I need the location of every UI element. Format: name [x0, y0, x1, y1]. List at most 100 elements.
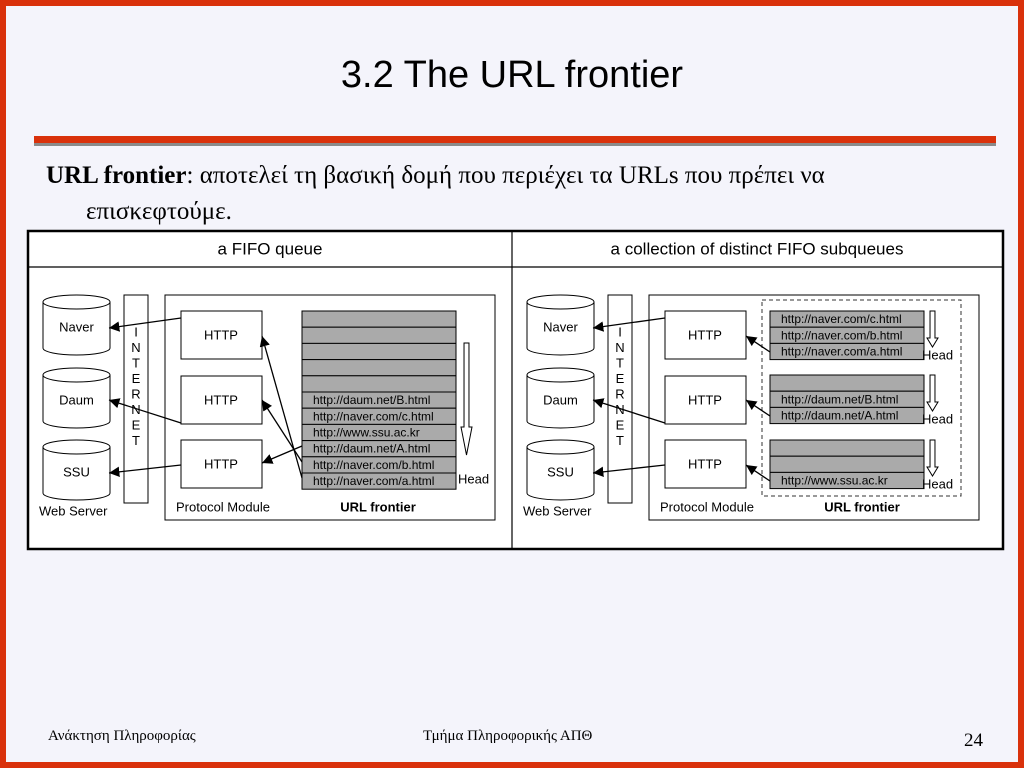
cylinder-top — [526, 439, 595, 455]
http-box-2 — [664, 375, 747, 425]
footer-course: Ανάκτηση Πληροφορίας — [48, 728, 196, 744]
slide-title: 3.2 The URL frontier — [340, 54, 684, 96]
arrow-subqueue-to-http-3 — [745, 464, 771, 482]
arrow-url-to-http-1 — [259, 335, 303, 479]
web-server-label: Web Server — [39, 504, 108, 519]
cylinder-top — [42, 439, 111, 455]
internet-letter: N — [615, 402, 624, 417]
cylinder-body — [42, 447, 111, 501]
arrow-http-to-daum — [108, 398, 182, 424]
arrow-http-to-daum — [592, 398, 666, 424]
server-label: SSU — [547, 465, 574, 480]
internet-letter: N — [615, 340, 624, 355]
internet-letter: T — [132, 356, 140, 371]
title-divider-shadow — [34, 143, 996, 146]
page-number: 24 — [964, 730, 983, 751]
arrow-http-to-naver — [108, 317, 182, 332]
cylinder-top — [42, 294, 111, 310]
http-label: HTTP — [204, 457, 238, 472]
internet-letter: R — [131, 387, 140, 402]
subqueue-ssu-head-label: Head — [922, 477, 953, 492]
queue-url: http://www.ssu.ac.kr — [313, 426, 420, 440]
arrow-http-to-ssu — [592, 464, 666, 478]
internet-letter: N — [131, 340, 140, 355]
protocol-module-label: Protocol Module — [176, 500, 270, 515]
cylinder-top — [526, 294, 595, 310]
internet-letter: T — [616, 433, 624, 448]
server-ssu: SSU — [42, 439, 111, 501]
internet-letter: I — [618, 325, 622, 340]
bullet-continuation: επισκεφτούμε. — [86, 198, 232, 225]
subqueue-url: http://daum.net/A.html — [781, 409, 898, 423]
subqueue-daum-empty-slot — [769, 374, 925, 392]
server-label: SSU — [63, 465, 90, 480]
http-label: HTTP — [688, 328, 722, 343]
internet-letter: N — [131, 402, 140, 417]
cylinder-body — [526, 375, 595, 429]
title-divider — [34, 136, 996, 143]
internet-letter: R — [615, 387, 624, 402]
subqueue-url: http://naver.com/c.html — [781, 312, 902, 326]
queue-slot — [301, 472, 457, 490]
arrow-url-to-http-2 — [261, 399, 303, 463]
internet-letter: E — [132, 371, 141, 386]
server-label: Naver — [543, 320, 578, 335]
internet-letter: T — [132, 433, 140, 448]
web-server-label: Web Server — [523, 504, 592, 519]
cylinder-top — [42, 367, 111, 383]
cylinder-body — [526, 302, 595, 356]
http-box-2 — [180, 375, 263, 425]
subqueue-url: http://naver.com/b.html — [781, 328, 902, 342]
bullet-term: URL frontier — [46, 162, 187, 189]
server-label: Daum — [543, 393, 578, 408]
queue-url: http://daum.net/A.html — [313, 442, 430, 456]
subqueue-url: http://daum.net/B.html — [781, 392, 898, 406]
queue-url: http://naver.com/a.html — [313, 474, 434, 488]
server-daum: Daum — [526, 367, 595, 429]
cylinder-body — [526, 447, 595, 501]
subqueue-naver-head-label: Head — [922, 348, 953, 363]
frontier-container — [761, 299, 962, 497]
queue-url: http://naver.com/b.html — [313, 458, 434, 472]
http-label: HTTP — [204, 328, 238, 343]
cylinder-top — [526, 367, 595, 383]
http-box-1 — [664, 310, 747, 360]
bullet-text: URL frontier: αποτελεί τη βασική δομή πο… — [46, 158, 976, 230]
server-naver: Naver — [42, 294, 111, 356]
queue-empty-slot — [301, 375, 457, 393]
server-naver: Naver — [526, 294, 595, 356]
queue-empty-slot — [301, 310, 457, 328]
internet-letter: E — [616, 418, 625, 433]
arrow-http-to-naver — [592, 317, 666, 332]
server-label: Naver — [59, 320, 94, 335]
protocol-module-label: Protocol Module — [660, 500, 754, 515]
arrow-subqueue-to-http-1 — [745, 335, 771, 353]
http-box-3 — [664, 439, 747, 489]
subqueue-ssu-empty-slot — [769, 455, 925, 473]
subqueue-url: http://www.ssu.ac.kr — [781, 474, 888, 488]
http-box-1 — [180, 310, 263, 360]
arrow-http-to-ssu — [108, 464, 182, 478]
internet-letter: E — [132, 418, 141, 433]
http-box-3 — [180, 439, 263, 489]
subqueue-ssu-empty-slot — [769, 439, 925, 457]
left-panel-header: a FIFO queue — [218, 240, 323, 259]
server-label: Daum — [59, 393, 94, 408]
http-label: HTTP — [204, 393, 238, 408]
queue-empty-slot — [301, 342, 457, 361]
server-ssu: SSU — [526, 439, 595, 501]
subqueue-daum-head-label: Head — [922, 412, 953, 427]
queue-empty-slot — [301, 326, 457, 344]
internet-letter: T — [616, 356, 624, 371]
subqueue-daum-direction-arrow — [926, 374, 939, 412]
queue-direction-arrow — [460, 342, 473, 456]
http-label: HTTP — [688, 393, 722, 408]
cylinder-body — [42, 302, 111, 356]
internet-column — [123, 294, 149, 504]
queue-url: http://daum.net/B.html — [313, 393, 430, 407]
cylinder-body — [42, 375, 111, 429]
footer-department: Τμήμα Πληροφορικής ΑΠΘ — [423, 728, 593, 744]
queue-empty-slot — [301, 359, 457, 377]
right-panel-header: a collection of distinct FIFO subqueues — [611, 240, 904, 259]
